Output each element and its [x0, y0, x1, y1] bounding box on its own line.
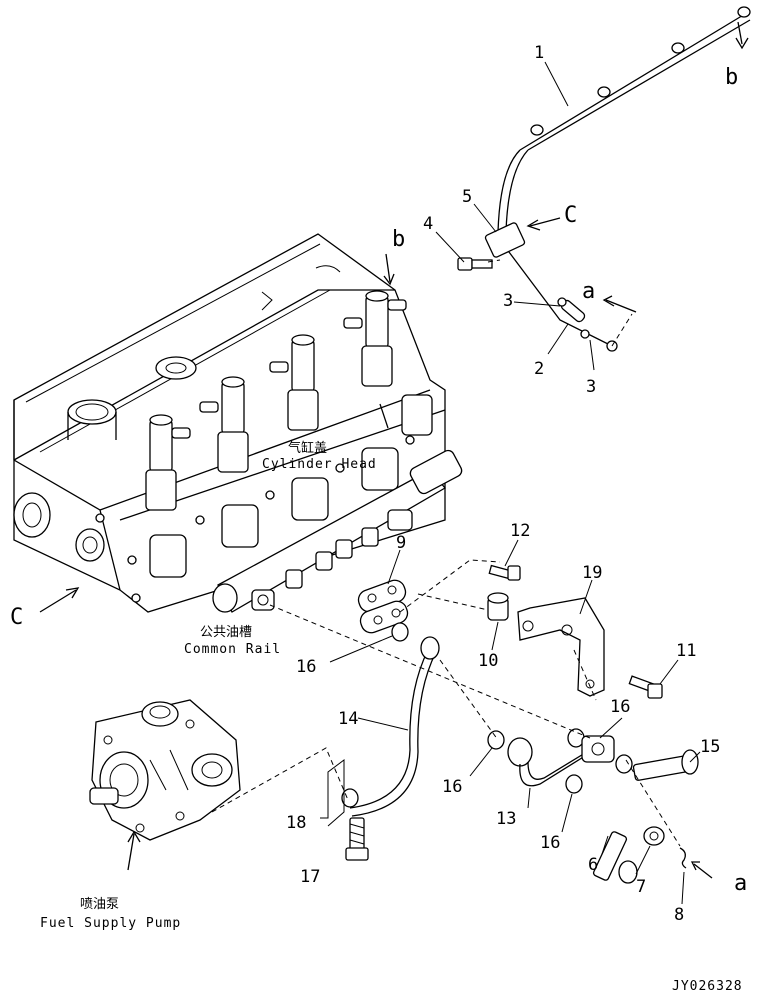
caption-cylinder-head-zh: 气缸盖 — [288, 440, 327, 456]
label-part-2: 2 — [534, 359, 544, 379]
view-ref-a-top: a — [582, 279, 595, 304]
injector-1 — [145, 414, 191, 511]
label-part-13: 13 — [496, 809, 516, 829]
label-part-15: 15 — [700, 737, 720, 757]
label-part-9: 9 — [396, 533, 406, 553]
injector-4 — [343, 290, 407, 387]
bolt-17 — [345, 817, 369, 861]
clamp-9 — [357, 579, 409, 634]
view-ref-b-engine: b — [392, 227, 405, 252]
bracket-19 — [517, 597, 605, 697]
bolt-6 — [592, 831, 638, 884]
caption-cylinder-head-en: Cylinder Head — [262, 457, 377, 472]
view-ref-a-bottom: a — [734, 871, 747, 896]
label-part-6: 6 — [588, 855, 598, 875]
bolt-11 — [628, 675, 663, 699]
fuel-supply-pump — [89, 699, 241, 841]
label-part-11: 11 — [676, 641, 696, 661]
label-part-4: 4 — [423, 214, 433, 234]
pipe-14 — [341, 636, 440, 817]
common-rail — [212, 449, 463, 613]
clip-8 — [679, 847, 687, 869]
caption-pump-zh: 喷油泵 — [80, 897, 119, 912]
caption-pump-en: Fuel Supply Pump — [40, 916, 181, 931]
injector-3 — [269, 334, 319, 431]
label-part-8: 8 — [674, 905, 684, 925]
drawing-id: JY026328 — [672, 979, 743, 994]
label-part-18: 18 — [286, 813, 306, 833]
label-part-1: 1 — [534, 43, 544, 63]
bolt-4 — [457, 257, 493, 271]
label-part-7: 7 — [636, 877, 646, 897]
label-part-16a: 16 — [296, 657, 316, 677]
pipe-13 — [507, 735, 615, 787]
bolt-12 — [488, 564, 521, 581]
label-part-17: 17 — [300, 867, 320, 887]
clamp-5 — [484, 222, 526, 258]
label-part-19: 19 — [582, 563, 602, 583]
part-labels: 1 2 3 3 4 5 6 7 8 9 10 11 12 13 14 15 16… — [286, 43, 720, 925]
label-part-16d: 16 — [540, 833, 560, 853]
overflow-pipe-1 — [497, 6, 751, 347]
label-part-16b: 16 — [610, 697, 630, 717]
view-arrows — [39, 21, 749, 879]
washers-16 — [391, 622, 633, 794]
bolt-15 — [632, 749, 699, 781]
view-ref-b-pipe: b — [725, 65, 738, 90]
injector-2 — [199, 376, 249, 473]
captions: 气缸盖 Cylinder Head 公共油槽 Common Rail 喷油泵 F… — [40, 440, 377, 931]
view-ref-C-pipe: C — [564, 203, 577, 228]
label-part-3b: 3 — [586, 377, 596, 397]
caption-common-rail-zh: 公共油槽 — [200, 625, 252, 640]
label-part-12: 12 — [510, 521, 530, 541]
view-ref-labels: a a b b C C — [10, 65, 747, 896]
view-ref-C-engine: C — [10, 605, 23, 630]
spacer-10 — [487, 592, 509, 621]
leader-lines — [320, 61, 701, 905]
label-part-5: 5 — [462, 187, 472, 207]
caption-common-rail-en: Common Rail — [184, 642, 281, 657]
label-part-3a: 3 — [503, 291, 513, 311]
label-part-16c: 16 — [442, 777, 462, 797]
nut-7 — [643, 826, 665, 846]
hose-2 — [557, 297, 618, 352]
assembly-lines — [211, 259, 681, 847]
label-part-10: 10 — [478, 651, 498, 671]
label-part-14: 14 — [338, 709, 358, 729]
